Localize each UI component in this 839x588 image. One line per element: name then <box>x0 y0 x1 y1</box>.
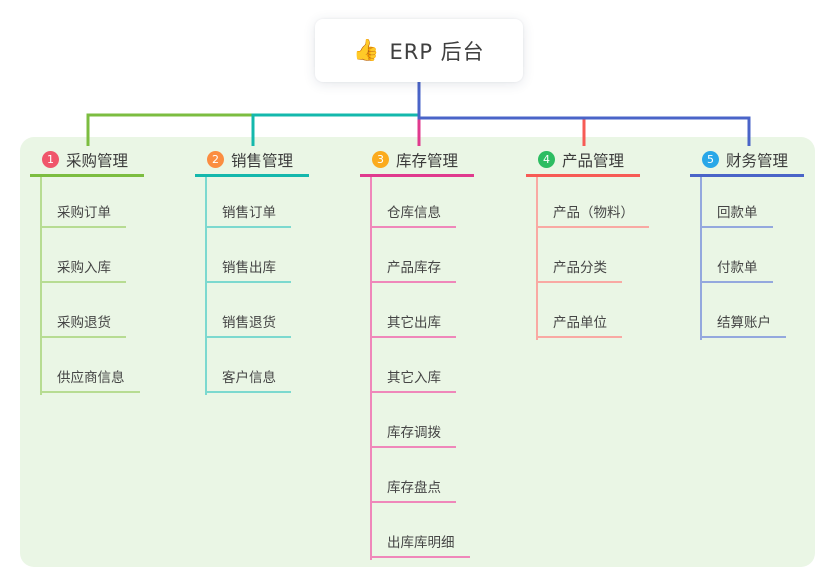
branch-title-node[interactable]: 2 销售管理 <box>195 147 310 177</box>
child-node-label: 结算账户 <box>717 315 771 331</box>
child-node[interactable]: 库存调拨 <box>370 393 456 448</box>
child-node[interactable]: 其它出库 <box>370 283 456 338</box>
child-node-label: 库存调拨 <box>387 425 441 441</box>
branch-number-badge: 2 <box>207 151 224 168</box>
branch-children-vline <box>370 177 372 560</box>
child-node-label: 产品库存 <box>387 260 441 276</box>
branch-number-badge: 4 <box>538 151 555 168</box>
child-node[interactable]: 采购入库 <box>40 228 126 283</box>
child-node[interactable]: 产品（物料） <box>536 176 649 228</box>
branch-children-vline <box>40 177 42 395</box>
branch-title-label: 销售管理 <box>231 151 294 170</box>
child-node-label: 付款单 <box>717 260 758 276</box>
child-node[interactable]: 销售退货 <box>205 283 291 338</box>
branch-title-label: 采购管理 <box>66 151 129 170</box>
root-node-label: ERP 后台 <box>389 39 485 64</box>
child-node[interactable]: 回款单 <box>700 176 773 228</box>
branch-children-vline <box>700 177 702 340</box>
branch-children-list: 回款单 付款单 结算账户 <box>700 176 786 338</box>
child-node-label: 库存盘点 <box>387 480 441 496</box>
child-node[interactable]: 出库库明细 <box>370 503 470 558</box>
branch-title-label: 财务管理 <box>726 151 789 170</box>
child-node-label: 其它入库 <box>387 370 441 386</box>
child-node-label: 产品分类 <box>553 260 607 276</box>
child-node[interactable]: 客户信息 <box>205 338 291 393</box>
child-node[interactable]: 库存盘点 <box>370 448 456 503</box>
child-node[interactable]: 采购订单 <box>40 176 126 228</box>
child-node-label: 产品单位 <box>553 315 607 331</box>
child-node[interactable]: 采购退货 <box>40 283 126 338</box>
child-node-label: 仓库信息 <box>387 205 441 221</box>
child-node-label: 出库库明细 <box>387 535 455 551</box>
thumbs-up-icon: 👍 <box>353 38 380 62</box>
background-panel <box>20 137 815 567</box>
child-node-label: 产品（物料） <box>553 205 634 221</box>
branch-children-list: 仓库信息 产品库存 其它出库 其它入库 库存调拨 库存盘点 出库库明细 <box>370 176 470 558</box>
child-node[interactable]: 产品库存 <box>370 228 456 283</box>
child-node[interactable]: 销售出库 <box>205 228 291 283</box>
child-node-label: 客户信息 <box>222 370 276 386</box>
child-node[interactable]: 销售订单 <box>205 176 291 228</box>
branch-title-node[interactable]: 3 库存管理 <box>360 147 475 177</box>
branch-children-vline <box>205 177 207 395</box>
branch-title-label: 库存管理 <box>396 151 459 170</box>
child-node-label: 采购订单 <box>57 205 111 221</box>
branch-number-badge: 1 <box>42 151 59 168</box>
branch-title-node[interactable]: 4 产品管理 <box>526 147 641 177</box>
branch-children-list: 产品（物料） 产品分类 产品单位 <box>536 176 649 338</box>
child-node[interactable]: 供应商信息 <box>40 338 140 393</box>
child-node-label: 销售订单 <box>222 205 276 221</box>
branch-title-label: 产品管理 <box>562 151 625 170</box>
child-node[interactable]: 结算账户 <box>700 283 786 338</box>
child-node[interactable]: 其它入库 <box>370 338 456 393</box>
branch-children-list: 采购订单 采购入库 采购退货 供应商信息 <box>40 176 140 393</box>
child-node[interactable]: 产品分类 <box>536 228 622 283</box>
child-node-label: 采购入库 <box>57 260 111 276</box>
child-node-label: 其它出库 <box>387 315 441 331</box>
branch-number-badge: 5 <box>702 151 719 168</box>
root-node[interactable]: 👍 ERP 后台 <box>315 19 523 82</box>
child-node-label: 销售出库 <box>222 260 276 276</box>
child-node-label: 销售退货 <box>222 315 276 331</box>
child-node[interactable]: 产品单位 <box>536 283 622 338</box>
child-node[interactable]: 付款单 <box>700 228 773 283</box>
branch-children-list: 销售订单 销售出库 销售退货 客户信息 <box>205 176 291 393</box>
child-node-label: 回款单 <box>717 205 758 221</box>
branch-number-badge: 3 <box>372 151 389 168</box>
child-node[interactable]: 仓库信息 <box>370 176 456 228</box>
branch-title-node[interactable]: 1 采购管理 <box>30 147 145 177</box>
branch-children-vline <box>536 177 538 340</box>
branch-title-node[interactable]: 5 财务管理 <box>690 147 805 177</box>
child-node-label: 供应商信息 <box>57 370 125 386</box>
child-node-label: 采购退货 <box>57 315 111 331</box>
